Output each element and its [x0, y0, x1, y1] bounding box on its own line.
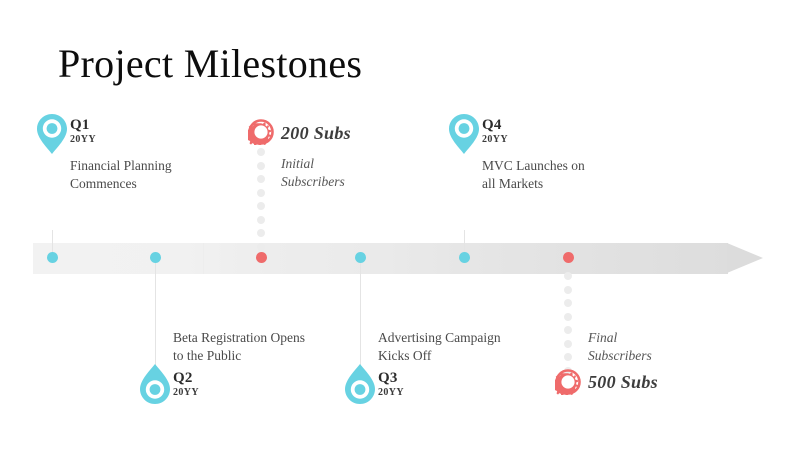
timeline-dot-5[interactable] — [458, 252, 470, 263]
dotted-connector-final-subs — [564, 272, 572, 380]
milestone-desc-q3-line2: Kicks Off — [378, 347, 432, 363]
timeline-dot-4[interactable] — [354, 252, 366, 263]
milestone-desc-q3: Advertising Campaign Kicks Off — [378, 329, 501, 365]
timeline-dot-3[interactable] — [255, 252, 267, 263]
milestone-label-final-subs: 500 Subs — [588, 372, 658, 392]
milestone-year-q1: 20YY — [70, 134, 97, 145]
milestone-year-q4: 20YY — [482, 134, 509, 145]
milestone-desc-q4-line2: all Markets — [482, 175, 544, 191]
milestone-desc-q1-line2: Commences — [70, 175, 137, 191]
milestone-desc-initial-subs-line1: Initial — [281, 156, 314, 171]
milestone-desc-q2: Beta Registration Opens to the Public — [173, 329, 305, 365]
milestone-desc-final-subs-line2: Subscribers — [588, 347, 652, 363]
milestone-desc-initial-subs-line2: Subscribers — [281, 173, 345, 189]
milestone-desc-q2-line2: to the Public — [173, 347, 242, 363]
milestone-desc-final-subs-line1: Final — [588, 330, 618, 345]
milestone-desc-q1: Financial Planning Commences — [70, 157, 172, 193]
milestone-desc-initial-subs: Initial Subscribers — [281, 155, 345, 191]
milestone-label-q1: Q1 — [70, 117, 90, 133]
milestone-label-initial-subs: 200 Subs — [281, 123, 351, 143]
map-pin-icon-q4[interactable] — [447, 112, 481, 156]
timeline-dot-1[interactable] — [46, 252, 58, 263]
milestone-head-q1: Q1 20YY — [70, 118, 96, 145]
milestone-desc-q1-line1: Financial Planning — [70, 158, 172, 173]
milestone-label-q4: Q4 — [482, 117, 502, 133]
connector-q3 — [360, 257, 361, 369]
milestone-desc-q3-line1: Advertising Campaign — [378, 330, 501, 345]
milestone-desc-q4: MVC Launches on all Markets — [482, 157, 585, 193]
timeline-dot-6[interactable] — [562, 252, 574, 263]
timeline-bar — [33, 243, 763, 274]
page-title: Project Milestones — [58, 41, 363, 86]
map-pin-icon-q2[interactable] — [138, 362, 172, 406]
milestone-label-q2: Q2 — [173, 370, 193, 386]
map-pin-icon-q1[interactable] — [35, 112, 69, 156]
milestone-label-q3: Q3 — [378, 370, 398, 386]
gear-icon-initial-subs[interactable] — [248, 119, 274, 145]
milestone-desc-q2-line1: Beta Registration Opens — [173, 330, 305, 345]
milestone-head-q3: Q3 20YY — [378, 371, 404, 398]
milestone-desc-q4-line1: MVC Launches on — [482, 158, 585, 173]
dotted-connector-initial-subs — [257, 148, 265, 256]
connector-q1 — [52, 230, 53, 256]
milestone-year-q3: 20YY — [378, 387, 405, 398]
milestone-year-q2: 20YY — [173, 387, 200, 398]
milestone-desc-final-subs: Final Subscribers — [588, 329, 652, 365]
timeline-bar-body — [33, 243, 728, 274]
connector-q4 — [464, 230, 465, 256]
connector-q2 — [155, 257, 156, 369]
timeline-arrow-tip — [727, 243, 763, 273]
gear-icon-final-subs[interactable] — [555, 369, 581, 395]
timeline-dot-2[interactable] — [149, 252, 161, 263]
milestone-head-q2: Q2 20YY — [173, 371, 199, 398]
timeline-bar-segment — [203, 243, 204, 274]
map-pin-icon-q3[interactable] — [343, 362, 377, 406]
milestone-head-q4: Q4 20YY — [482, 118, 508, 145]
